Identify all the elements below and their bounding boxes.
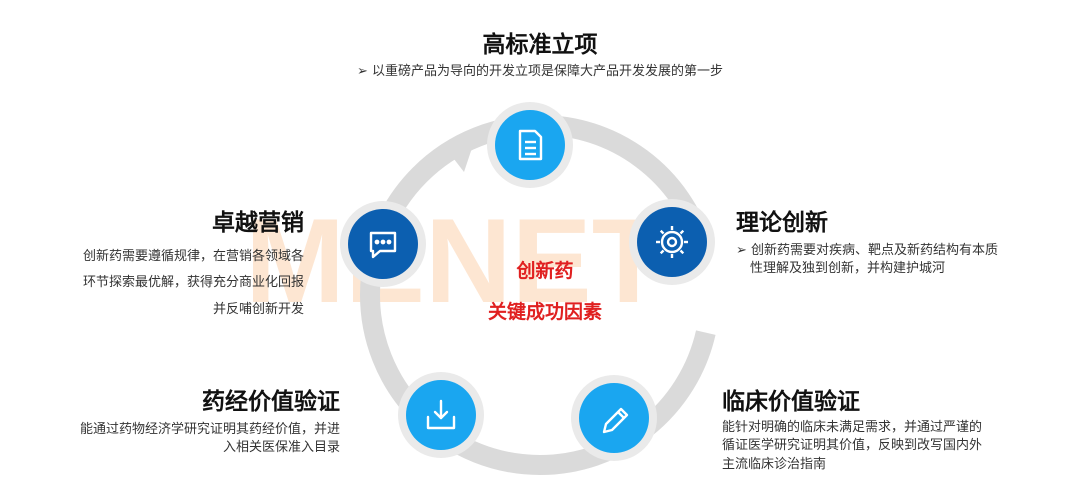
document-icon [518,129,543,161]
node-theory-innovation [629,199,715,285]
center-label-line2: 关键成功因素 [487,301,602,323]
factor-title: 理论创新 [736,210,828,236]
factor-description-line: 性理解及独到创新，并构建护城河 [750,261,946,277]
factor-high-standard-project: 高标准立项 ➢ 以重磅产品为导向的开发立项是保障大产品开发发展的第一步 [240,32,840,81]
factor-description-line: 环节探索最优解，获得充分商业化回报 [82,275,304,291]
factor-title: 高标准立项 [482,32,598,58]
factor-description-line: 循证医学研究证明其价值，反映到改写国内外 [722,438,983,454]
factor-description-line: 能针对明确的临床未满足需求，并通过严谨的 [722,419,983,435]
factor-description-line: ➢ 以重磅产品为导向的开发立项是保障大产品开发发展的第一步 [356,63,724,79]
factor-description-line: 创新药需要遵循规律，在营销各领域各 [82,248,304,264]
factor-description-line: 并反哺创新开发 [212,301,304,317]
node-pharmacoeconomic-value [398,372,484,458]
factor-title: 卓越营销 [212,210,304,236]
factor-pharmacoeconomic-value: 药经价值验证 能通过药物经济学研究证明其药经价值，并进 入相关医保准入目录 [10,389,340,458]
factor-description-line: ➢ 创新药需要对疾病、靶点及新药结构有本质 [736,242,999,258]
factor-title: 药经价值验证 [202,389,340,415]
node-clinical-value [571,375,657,461]
download-tray-icon [426,399,456,430]
pencil-icon [602,407,629,434]
factor-theory-innovation: 理论创新 ➢ 创新药需要对疾病、靶点及新药结构有本质 性理解及独到创新，并构建护… [736,210,1066,279]
gear-icon [656,226,688,258]
center-label-line1: 创新药 [516,260,574,282]
cycle-arrow-icon [447,139,475,172]
factor-excellent-marketing: 卓越营销 创新药需要遵循规律，在营销各领域各 环节探索最优解，获得充分商业化回报… [20,210,304,324]
chat-icon [369,231,397,259]
factor-description-line: 能通过药物经济学研究证明其药经价值，并进 [79,421,340,437]
factor-description-line: 主流临床诊治指南 [722,457,827,473]
factor-title: 临床价值验证 [722,389,860,415]
factor-description-line: 入相关医保准入目录 [222,440,340,456]
node-excellent-marketing [340,201,426,287]
watermark: MENET [245,194,665,328]
node-high-standard-project [487,102,573,188]
factor-clinical-value: 临床价值验证 能针对明确的临床未满足需求，并通过严谨的 循证医学研究证明其价值，… [722,389,1062,475]
